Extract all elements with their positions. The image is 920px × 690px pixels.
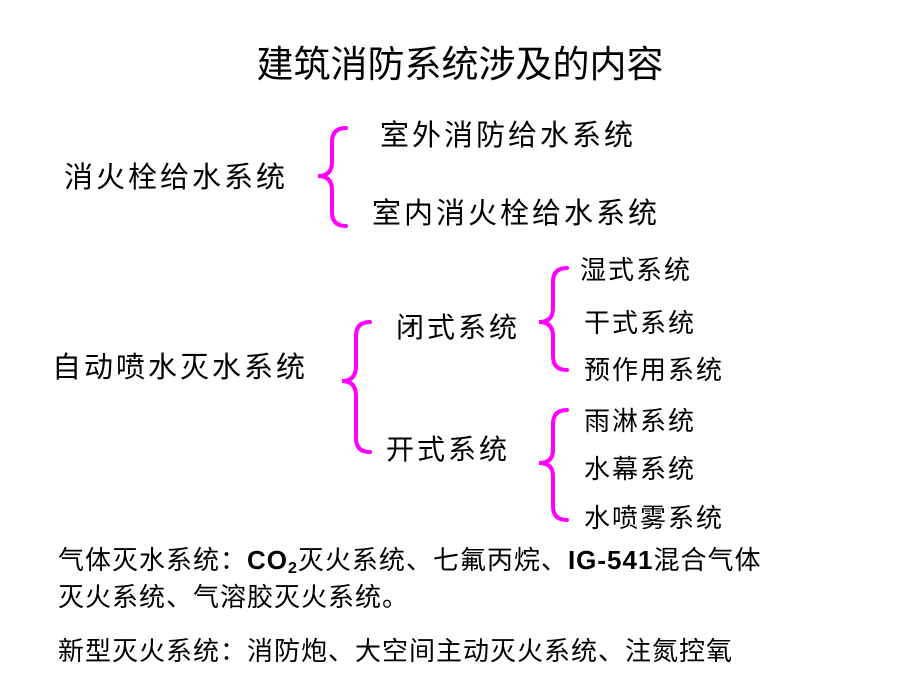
page-title: 建筑消防系统涉及的内容 [256, 43, 664, 86]
gas-line-1: 气体灭水系统：CO2灭火系统、七氟丙烷、IG-541混合气体 [58, 541, 761, 588]
brace-sprinkler [341, 320, 372, 454]
gas-part3: 混合气体 [653, 546, 762, 576]
closed-system-label: 闭式系统 [396, 311, 521, 344]
water-spray-system: 水喷雾系统 [584, 504, 725, 534]
brace-hydrant [317, 126, 348, 228]
hydrant-label: 消火栓给水系统 [64, 160, 289, 194]
deluge-system: 雨淋系统 [584, 407, 697, 437]
brace-open [538, 408, 569, 522]
dry-system: 干式系统 [584, 309, 697, 339]
gas-line-2: 灭火系统、气溶胶灭火系统。 [58, 583, 410, 613]
new-type-line: 新型灭火系统：消防炮、大空间主动灭火系统、注氮控氧 [58, 637, 734, 667]
co2-text: CO [247, 545, 289, 575]
ig541-text: IG-541 [567, 545, 654, 575]
gas-part2: 灭火系统、七氟丙烷、 [297, 546, 568, 576]
open-system-label: 开式系统 [386, 433, 511, 466]
outdoor-water-system: 室外消防给水系统 [380, 118, 637, 152]
preaction-system: 预作用系统 [584, 356, 725, 386]
wet-system: 湿式系统 [580, 256, 693, 286]
water-curtain-system: 水幕系统 [584, 455, 697, 485]
indoor-hydrant-system: 室内消火栓给水系统 [372, 196, 661, 230]
co2-subscript: 2 [288, 560, 298, 577]
brace-closed [538, 266, 569, 372]
sprinkler-label: 自动喷水灭水系统 [52, 350, 309, 384]
gas-prefix: 气体灭水系统： [58, 546, 248, 576]
